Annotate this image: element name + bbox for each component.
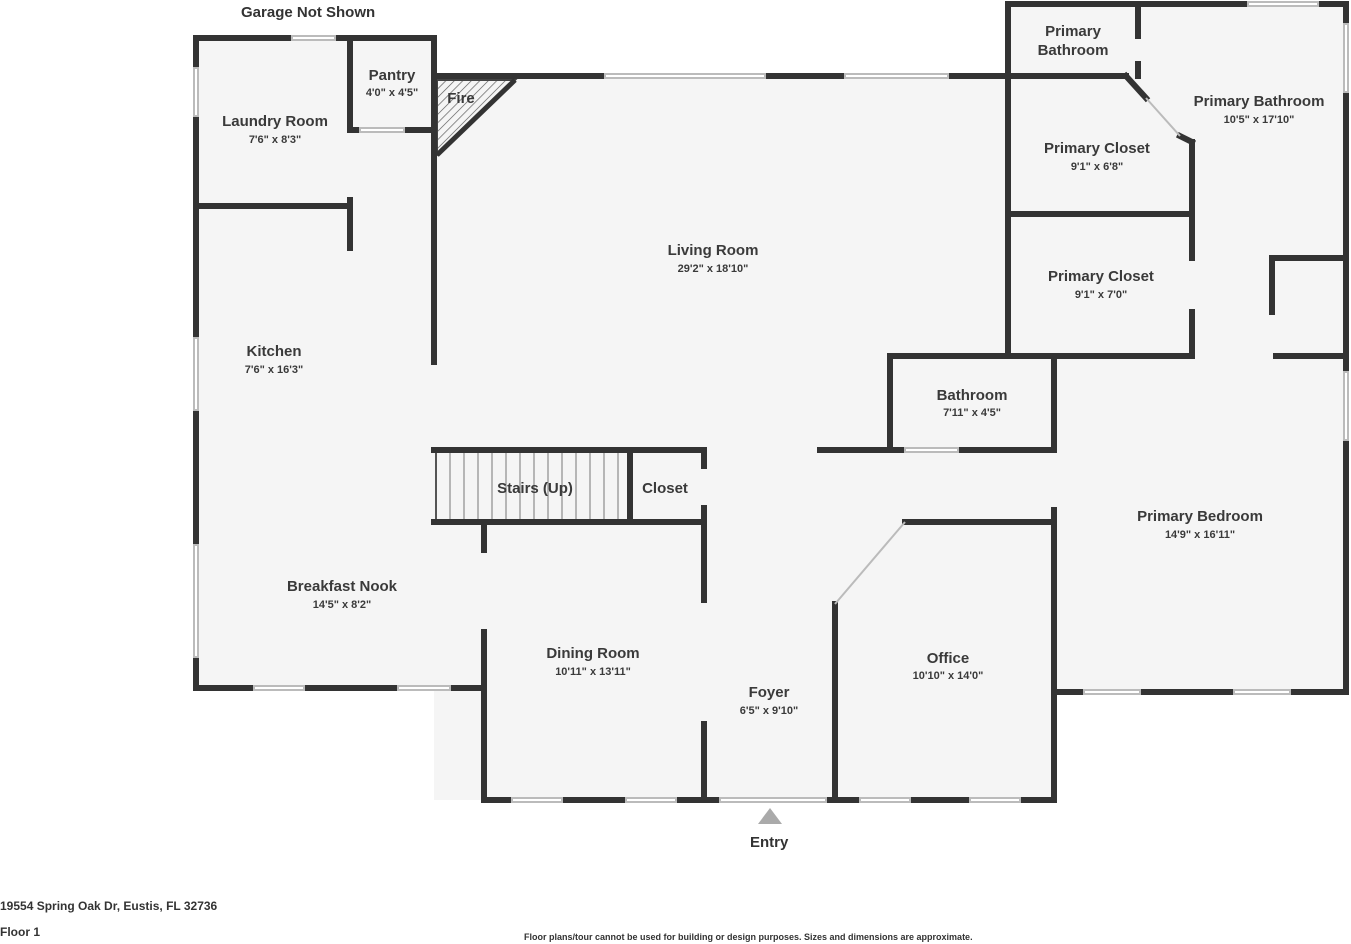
floor-label: Floor 1: [0, 925, 41, 939]
foyer-name: Foyer: [749, 684, 790, 701]
breakfast-nook-name: Breakfast Nook: [287, 578, 398, 595]
dining-room-dim: 10'11" x 13'11": [555, 666, 631, 678]
bathroom-dim: 7'11" x 4'5": [943, 407, 1001, 419]
stairs-treads: [435, 451, 629, 523]
laundry-room-name: Laundry Room: [222, 113, 328, 130]
primary-bathroom-dim: 10'5" x 17'10": [1224, 114, 1295, 126]
dining-room-name: Dining Room: [546, 645, 639, 662]
entry-arrow-icon: [758, 808, 782, 824]
primary-closet-1-dim: 9'1" x 6'8": [1071, 161, 1123, 173]
kitchen-name: Kitchen: [246, 343, 301, 360]
floor-fill: [196, 4, 1346, 800]
address: 19554 Spring Oak Dr, Eustis, FL 32736: [0, 899, 218, 913]
breakfast-nook-dim: 14'5" x 8'2": [313, 599, 371, 611]
foyer-dim: 6'5" x 9'10": [740, 705, 798, 717]
primary-bathroom-small-line2: Bathroom: [1038, 42, 1109, 59]
walls: [193, 1, 1349, 803]
office-name: Office: [927, 650, 970, 667]
entry-label: Entry: [750, 834, 789, 851]
primary-closet-2-name: Primary Closet: [1048, 268, 1154, 285]
room-labels: Laundry Room 7'6" x 8'3" Pantry 4'0" x 4…: [222, 23, 1324, 717]
windows-and-doors: [193, 1, 1349, 803]
living-room-name: Living Room: [668, 242, 759, 259]
fireplace-label: Fire: [447, 90, 475, 107]
living-room-dim: 29'2" x 18'10": [678, 263, 749, 275]
primary-bedroom-name: Primary Bedroom: [1137, 508, 1263, 525]
kitchen-dim: 7'6" x 16'3": [245, 364, 303, 376]
office-dim: 10'10" x 14'0": [913, 670, 984, 682]
primary-bathroom-name: Primary Bathroom: [1194, 93, 1325, 110]
primary-closet-1-name: Primary Closet: [1044, 140, 1150, 157]
pantry-name: Pantry: [369, 67, 416, 84]
closet-label: Closet: [642, 480, 688, 497]
bathroom-name: Bathroom: [937, 387, 1008, 404]
primary-bathroom-small-line1: Primary: [1045, 23, 1102, 40]
primary-bedroom-dim: 14'9" x 16'11": [1165, 529, 1235, 541]
primary-closet-2-dim: 9'1" x 7'0": [1075, 289, 1127, 301]
garage-note: Garage Not Shown: [241, 4, 376, 21]
disclaimer: Floor plans/tour cannot be used for buil…: [524, 932, 973, 942]
laundry-room-dim: 7'6" x 8'3": [249, 134, 301, 146]
stairs-label: Stairs (Up): [497, 480, 573, 497]
pantry-dim: 4'0" x 4'5": [366, 87, 418, 99]
